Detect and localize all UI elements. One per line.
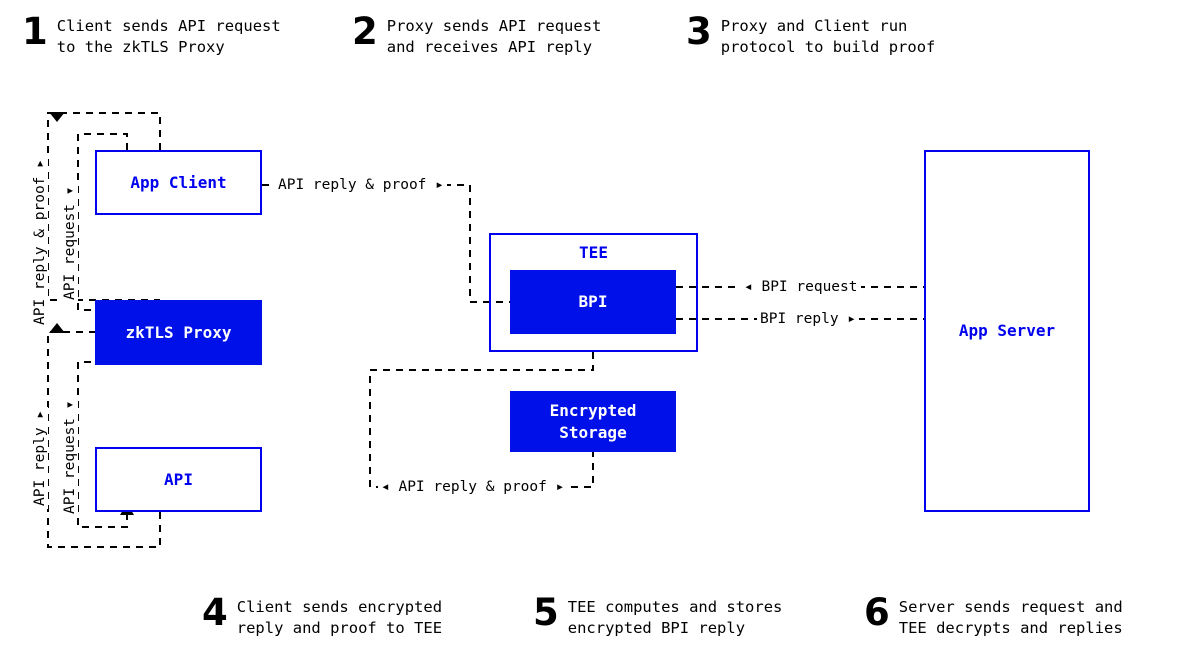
step-text-4: Client sends encrypted reply and proof t…: [236, 598, 443, 637]
edge-label-proxy-to-client-reply: API reply & proof ▸: [32, 156, 48, 328]
node-encrypted-storage[interactable]: Encrypted Storage: [510, 391, 676, 452]
node-zktls-proxy-label: zkTLS Proxy: [125, 322, 232, 342]
node-encrypted-storage-label: Encrypted Storage: [549, 400, 637, 442]
edge-label-bpi-request: ◂ BPI request: [741, 279, 861, 295]
node-app-client[interactable]: App Client: [95, 150, 262, 215]
step-text-2: Proxy sends API request and receives API…: [386, 17, 602, 56]
step-caption-5: 5 TEE computes and stores encrypted BPI …: [533, 593, 783, 639]
step-caption-2: 2 Proxy sends API request and receives A…: [352, 12, 602, 58]
edge-label-api-to-proxy-reply: API reply ▸: [32, 406, 48, 509]
edge-label-storage-reply-proof: ◂ API reply & proof ▸: [378, 479, 568, 495]
step-number-1: 1: [22, 10, 48, 53]
node-tee-group[interactable]: TEE: [489, 233, 698, 352]
edge-label-proxy-to-api-request: API request ▾: [62, 397, 78, 517]
step-number-6: 6: [864, 591, 890, 634]
step-number-3: 3: [686, 10, 712, 53]
node-tee-label: TEE: [579, 243, 608, 262]
step-text-6: Server sends request and TEE decrypts an…: [898, 598, 1123, 637]
arrowhead-api-to-proxy: [49, 323, 65, 333]
node-app-server[interactable]: App Server: [924, 150, 1090, 512]
edge-label-client-to-bpi: API reply & proof ▸: [275, 177, 447, 193]
step-number-5: 5: [533, 591, 559, 634]
node-bpi[interactable]: BPI: [510, 270, 676, 334]
arrowhead-proxy-to-client: [49, 112, 65, 122]
node-api[interactable]: API: [95, 447, 262, 512]
step-text-5: TEE computes and stores encrypted BPI re…: [567, 598, 783, 637]
step-caption-6: 6 Server sends request and TEE decrypts …: [864, 593, 1123, 639]
step-number-2: 2: [352, 10, 378, 53]
step-caption-3: 3 Proxy and Client run protocol to build…: [686, 12, 936, 58]
step-text-3: Proxy and Client run protocol to build p…: [720, 17, 936, 56]
edge-label-bpi-reply: BPI reply ▸: [757, 311, 860, 327]
node-app-server-label: App Server: [958, 321, 1056, 340]
node-app-client-label: App Client: [130, 172, 227, 192]
step-caption-4: 4 Client sends encrypted reply and proof…: [202, 593, 443, 639]
node-bpi-label: BPI: [578, 292, 608, 311]
node-zktls-proxy[interactable]: zkTLS Proxy: [95, 300, 262, 365]
node-api-label: API: [164, 469, 193, 489]
edge-label-client-to-proxy-request: API request ▾: [62, 183, 78, 303]
step-text-1: Client sends API request to the zkTLS Pr…: [56, 17, 281, 56]
step-number-4: 4: [202, 591, 228, 634]
step-caption-1: 1 Client sends API request to the zkTLS …: [22, 12, 281, 58]
wire-client-to-bpi-reply-proof: [262, 184, 510, 303]
